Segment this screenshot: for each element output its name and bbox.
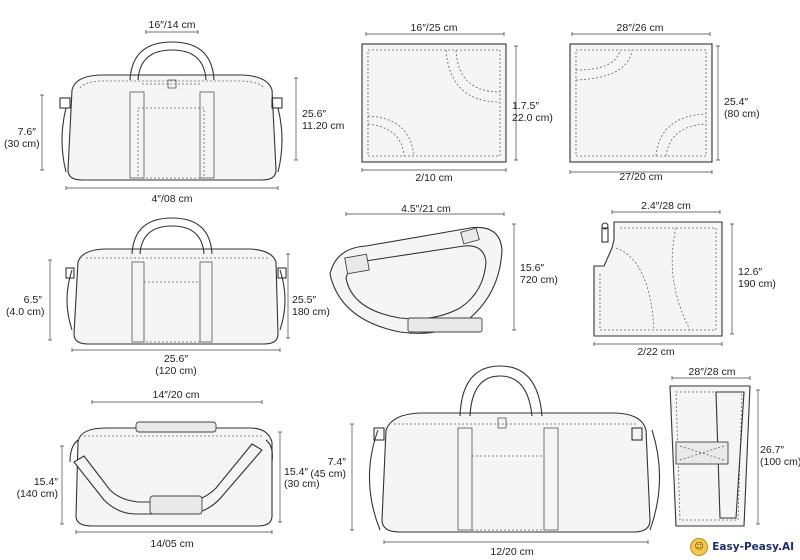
dimension-label: 16″/25 cm [410,22,458,34]
side-panel-view [669,375,761,527]
dimension-label-line: 25.5″ [292,294,317,306]
dimension-label: 12/20 cm [490,546,534,558]
dimension-label-line: 15.4″ [284,466,309,478]
dimension-label: 26.7″ (100 cm) [760,444,800,468]
watermark-text: Easy-Peasy.AI [712,541,794,553]
dimension-label-line: 11.20 cm [302,120,345,132]
dimension-label: 1.7.5″ 22.0 cm) [512,100,553,124]
dimension-label: 2.4″/28 cm [641,200,691,212]
panel-pattern-2 [569,31,721,175]
dimension-label: 4″/08 cm [151,193,193,205]
dimension-label-line: 15.6″ [520,262,545,274]
dimension-label-line: 12.6″ [738,266,763,278]
dimension-label-line: (100 cm) [760,456,800,468]
dimension-label: 25.6″ 11.20 cm [302,108,344,132]
shoulder-strap-view [329,211,517,334]
duffel-bag-large-view [349,365,661,545]
dimension-label: 2/10 cm [415,172,453,184]
dimension-label-line: (45 cm) [310,468,346,480]
dimension-label-line: 25.6″ [302,108,327,120]
dimension-label-line: 26.7″ [760,444,785,456]
dimension-label: 25.5″ 180 cm) [292,294,330,318]
duffel-bag-front-view-2 [47,217,291,353]
dimension-label-line: 22.0 cm) [512,112,553,124]
dimension-label-line: 180 cm) [292,306,330,318]
dimension-label: 25.4″ (80 cm) [724,96,760,120]
panel-pattern-1 [361,31,519,173]
dimension-label-line: 7.6″ [17,126,36,138]
dimension-label: 16″/14 cm [148,19,196,31]
dimension-label: 7.4″ (45 cm) [300,456,346,480]
duffel-bag-with-strap-view [59,399,283,535]
dimension-label-line: (140 cm) [16,488,58,500]
dimension-label-line: 15.4″ [33,476,58,488]
dimension-label: 12.6″ 190 cm) [738,266,776,290]
dimension-label-line: 25.6″ [163,353,189,365]
dimension-label-line: 7.4″ [327,456,346,468]
dimension-label: 15.4″ (30 cm) [284,466,320,490]
dimension-label: 4.5″/21 cm [401,203,451,215]
dimension-label: 6.5″ (4.0 cm) [6,294,45,318]
dimension-label: 7.6″ (30 cm) [4,126,40,150]
dimension-label: 2/22 cm [637,346,675,358]
dimension-label-line: (80 cm) [724,108,760,120]
dimension-label-line: (120 cm) [155,365,197,377]
watermark: ☺ Easy-Peasy.AI [690,538,794,556]
dimension-label-line: 6.5″ [23,294,42,306]
dimension-label-line: 25.4″ [724,96,749,108]
dimension-label: 14″/20 cm [152,389,200,401]
dimension-label: 15.6″ 720 cm) [520,262,558,286]
dimension-label-line: 720 cm) [520,274,558,286]
dimension-label: 15.4″ (140 cm) [4,476,58,500]
dimension-label: 28″/28 cm [688,366,736,378]
dimension-label-line: 190 cm) [738,278,776,290]
duffel-bag-front-view-1 [39,29,299,191]
dimension-label-line: (4.0 cm) [6,306,45,318]
dimension-label-line: (30 cm) [4,138,40,150]
dimension-label: 27/20 cm [619,171,663,183]
mascot-face-icon: ☺ [690,538,709,556]
dimension-label-line: (30 cm) [284,478,320,490]
dimension-label: 14/05 cm [150,538,194,550]
dimension-label: 25.6″ (120 cm) [155,353,196,377]
pocket-pattern [593,209,735,347]
dimension-label-line: 1.7.5″ [512,100,540,112]
dimension-label: 28″/26 cm [616,22,664,34]
